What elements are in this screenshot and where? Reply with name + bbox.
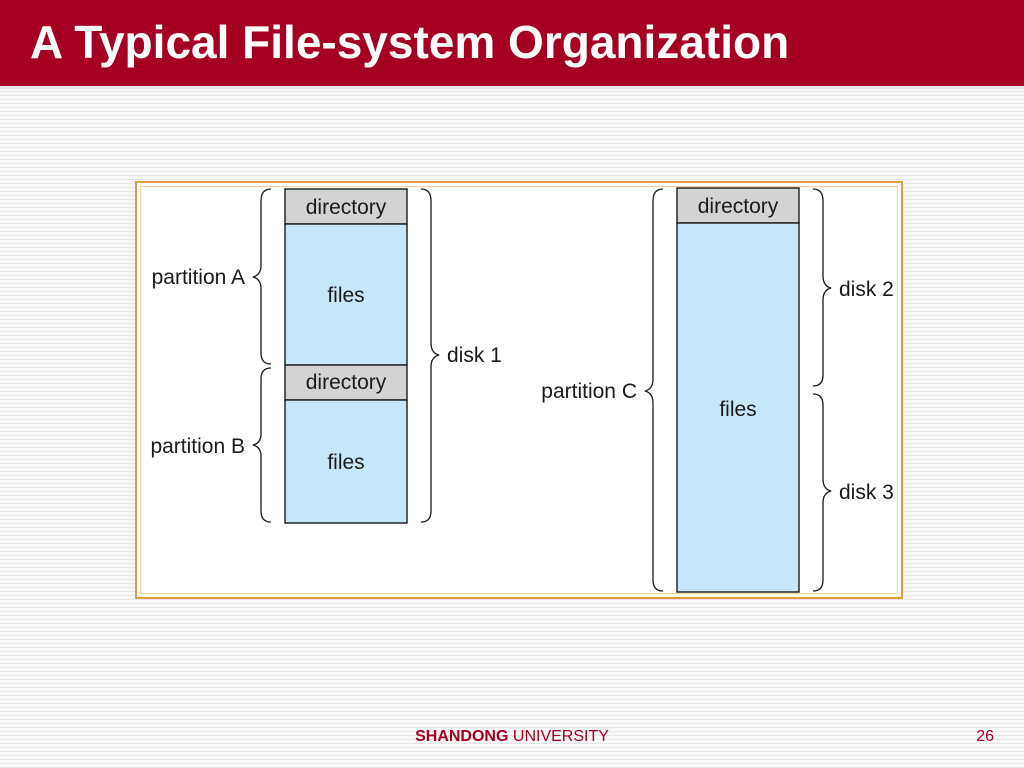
title-bar: A Typical File-system Organization [0,0,1024,86]
partition-c-directory-label: directory [698,195,779,218]
partition-a-directory-box [284,188,408,225]
partition-b-brace [252,367,272,523]
disk-2: disk 2 [812,188,894,387]
partition-b-files-label: files [327,451,364,474]
disk-1-brace [420,188,440,523]
disk-3-brace [812,393,832,592]
disk-2-label: disk 2 [839,278,894,301]
disk-3: disk 3 [812,393,894,592]
footer-university: SHANDONG UNIVERSITY [0,725,1024,749]
disk-3-label: disk 3 [839,481,894,504]
title-divider [0,86,1024,89]
disk-2-brace [812,188,832,387]
diagram-canvas: directory files partition A directory fi… [150,187,894,593]
partition-c-files-box [676,222,800,593]
partition-b-directory-label: directory [306,371,387,394]
file-system-diagram: directory files partition A directory fi… [135,181,903,599]
partition-a-files-label: files [327,284,364,307]
disk-1: disk 1 [420,188,502,523]
partition-a-directory-label: directory [306,196,387,219]
partition-b-label: partition B [150,435,245,458]
partition-b: directory files partition B [150,364,408,524]
slide-title: A Typical File-system Organization [30,16,790,68]
partition-a-label: partition A [152,266,245,289]
page-number: 26 [976,728,994,745]
university-name-rest: UNIVERSITY [512,728,609,745]
university-name-bold: SHANDONG [415,728,509,745]
partition-a: directory files partition A [152,188,408,366]
disk-1-label: disk 1 [447,344,502,367]
partition-a-brace [252,188,272,365]
partition-c-brace [644,188,664,592]
partition-c: directory files partition C [541,187,800,593]
partition-c-label: partition C [541,380,637,403]
partition-c-files-label: files [719,398,756,421]
partition-a-files-box [284,223,408,366]
partition-b-files-box [284,399,408,524]
